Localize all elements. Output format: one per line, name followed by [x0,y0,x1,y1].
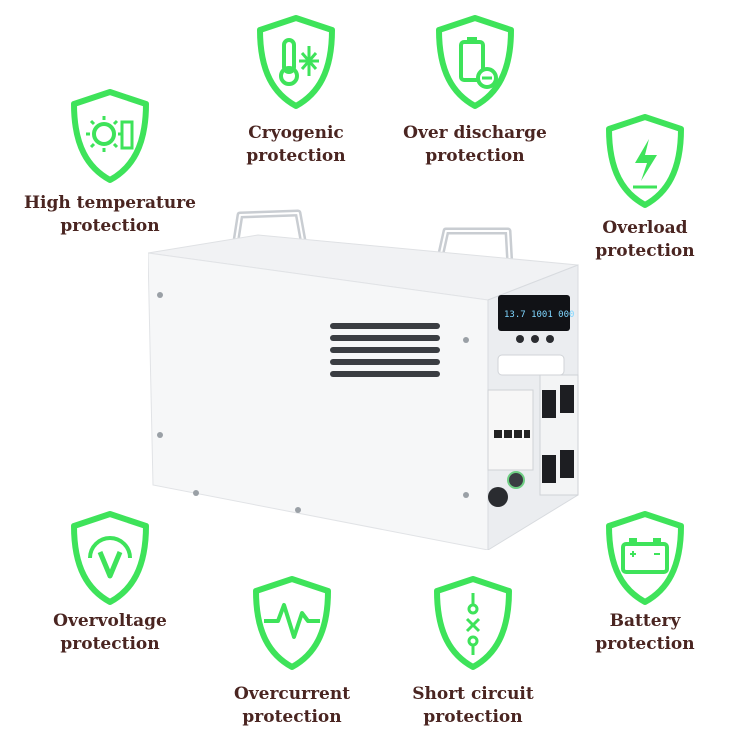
battery-icon [606,511,684,605]
voltage-v-icon [71,511,149,605]
waveform-icon [253,576,331,670]
short-circuit-icon [434,576,512,670]
sun-heat-icon [71,89,149,183]
lightning-icon [606,114,684,208]
svg-text:13.7 1001 000: 13.7 1001 000 [504,310,574,320]
battery-minus-icon [436,15,514,109]
thermometer-snowflake-icon [257,15,335,109]
power-station-image: 13.7 1001 000 [148,209,579,550]
